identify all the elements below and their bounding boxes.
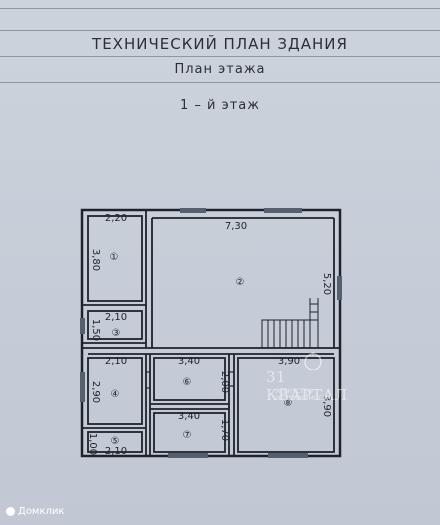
dimension-label: 2,10: [105, 446, 127, 457]
line: [0, 30, 440, 31]
line: [0, 8, 440, 9]
dimension-label: 7,30: [225, 221, 247, 232]
room-outline: [237, 357, 335, 453]
domclick-badge: Домклик: [6, 506, 64, 517]
document-title: ТЕХНИЧЕСКИЙ ПЛАН ЗДАНИЯ: [92, 35, 348, 53]
dimension-label: 2,20: [105, 213, 127, 224]
window: [80, 372, 85, 402]
room-number: ⑥: [183, 377, 192, 388]
dimension-label: 2,10: [105, 356, 127, 367]
line: [0, 82, 440, 83]
room-outline: [87, 431, 143, 453]
line: [0, 56, 440, 57]
dimension-label: 3,40: [178, 356, 200, 367]
dimension-label: 3,80: [90, 249, 101, 271]
domclick-label: Домклик: [18, 506, 65, 517]
room-outline: [153, 412, 226, 453]
room-number: ④: [111, 389, 120, 400]
room-number: ⑧: [284, 398, 293, 409]
dimension-label: 2,10: [105, 312, 127, 323]
dimension-label: 5,20: [321, 273, 332, 295]
window: [337, 276, 342, 300]
window: [80, 318, 85, 334]
dimension-label: 2,00: [219, 371, 230, 393]
room-number: ①: [110, 252, 119, 263]
floor-label: 1 – й этаж: [179, 98, 260, 113]
dimension-label: 1,70: [219, 419, 230, 441]
room-number: ③: [112, 328, 121, 339]
document-subtitle: План этажа: [174, 62, 266, 77]
dimension-label: 3,90: [321, 395, 332, 417]
room-outline: [87, 357, 143, 425]
room-outline: [87, 215, 143, 302]
window: [168, 453, 208, 458]
window: [268, 453, 308, 458]
dimension-label: 3,90: [278, 356, 300, 367]
room-number: ⑤: [111, 436, 120, 447]
room-outline: [87, 310, 143, 340]
window: [264, 208, 302, 213]
dimension-label: 3,40: [178, 411, 200, 422]
dimension-label: 2,90: [90, 381, 101, 403]
outer-wall: [80, 208, 342, 458]
room-number: ②: [236, 277, 245, 288]
dimension-label: 1,00: [87, 433, 98, 455]
room-outline: [153, 357, 226, 401]
dimension-label: 1,50: [90, 319, 101, 341]
domclick-logo-icon: [6, 507, 15, 516]
room-number: ⑦: [183, 430, 192, 441]
window: [180, 208, 206, 213]
